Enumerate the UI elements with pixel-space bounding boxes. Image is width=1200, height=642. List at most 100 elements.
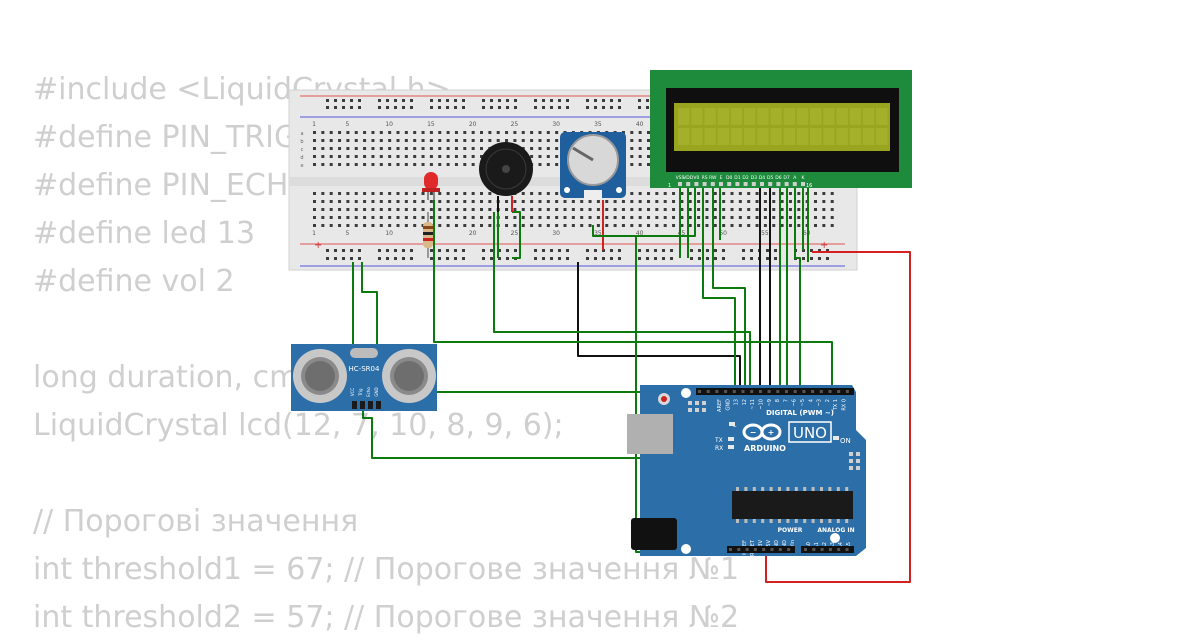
wire-5v-red[interactable] [765,251,911,583]
breadboard-hole [605,200,609,203]
arduino-header-socket[interactable] [776,390,780,393]
arduino-chip-leg [828,487,832,491]
arduino-icsp-header-top [688,401,706,412]
arduino-header-socket[interactable] [778,548,782,551]
breadboard-hole [630,163,634,166]
wire-buzzer[interactable] [493,212,751,392]
lcd-pin[interactable] [801,182,805,186]
sensor-pin[interactable] [368,401,373,409]
arduino-header-socket[interactable] [837,390,841,393]
wire-buzzer-gnd[interactable] [512,211,521,259]
arduino-header-socket[interactable] [758,390,762,393]
resistor[interactable] [423,212,433,258]
breadboard-hole [454,249,457,252]
arduino-header-socket[interactable] [820,548,824,551]
arduino-digital-pin-label: AREF [717,399,723,412]
arduino-analog-pin-label: A0 [806,542,812,549]
arduino-digital-pin-label: GND [725,399,731,411]
wire-sensor-gnd[interactable] [361,262,378,395]
arduino-header-socket[interactable] [812,548,816,551]
lcd-character-cell [744,108,756,125]
lcd-pin[interactable] [760,182,764,186]
arduino-header-socket[interactable] [785,390,788,393]
breadboard-hole [697,208,701,211]
wire-lcd-e[interactable] [712,185,746,392]
breadboard-hole [329,163,333,166]
arduino-icsp-pin [856,459,860,463]
lcd-pin[interactable] [719,182,723,186]
sensor-pin[interactable] [376,401,381,409]
sensor-pin[interactable] [352,401,357,409]
wire-pot-wiper[interactable] [592,185,696,237]
breadboard-hole [546,139,550,142]
arduino-icsp-header-right [849,452,860,470]
breadboard-column-number: 25 [511,230,519,237]
arduino-analog-pin-label: A4 [838,542,844,549]
lcd-pin[interactable] [678,182,682,186]
lcd-pin[interactable] [776,182,781,186]
breadboard-hole [713,200,717,203]
arduino-header-socket[interactable] [737,548,741,551]
lcd-pin[interactable] [710,182,715,186]
led[interactable] [422,172,440,200]
arduino-header-socket[interactable] [828,548,832,551]
buzzer[interactable] [479,142,533,212]
lcd-pin[interactable] [743,182,748,186]
wire-lcd-rs[interactable] [702,185,736,392]
lcd-pin[interactable] [792,182,797,186]
lcd-pin[interactable] [768,182,773,186]
breadboard-hole [521,224,525,227]
breadboard-hole [394,249,397,252]
arduino-header-socket[interactable] [745,548,749,551]
breadboard-hole [747,192,751,195]
wire-led[interactable] [433,195,833,392]
breadboard-hole [438,216,442,219]
arduino-header-socket[interactable] [802,390,806,393]
arduino-header-socket[interactable] [828,390,832,393]
breadboard-hole [421,131,425,134]
arduino-chip-leg [786,487,790,491]
arduino-header-socket[interactable] [767,390,771,393]
lcd-pin[interactable] [686,182,691,186]
breadboard-hole [379,131,383,134]
breadboard-hole [618,257,621,260]
lcd-pin[interactable] [702,182,707,186]
arduino-header-socket[interactable] [729,548,732,551]
breadboard-hole [571,216,575,219]
sensor-pin[interactable] [360,401,365,409]
lcd-pin[interactable] [694,182,699,186]
breadboard-hole [638,99,641,102]
arduino-header-socket[interactable] [787,548,791,551]
arduino-header-socket[interactable] [724,390,728,393]
breadboard-hole [588,200,592,203]
arduino-header-socket[interactable] [811,390,815,393]
arduino-header-socket[interactable] [753,548,757,551]
potentiometer[interactable] [560,132,626,200]
arduino-header-socket[interactable] [762,548,766,551]
arduino-header-socket[interactable] [819,390,823,393]
wire-gnd-black[interactable] [577,262,741,392]
arduino-header-socket[interactable] [698,390,701,393]
code-line: int threshold2 = 57; // Порогове значенн… [33,600,740,635]
arduino-header-socket[interactable] [804,548,807,551]
breadboard-hole [354,163,358,166]
lcd-pin[interactable] [735,182,740,186]
lcd-pin[interactable] [727,182,732,186]
arduino-header-socket[interactable] [770,548,774,551]
arduino-header-socket[interactable] [741,390,745,393]
arduino-header-socket[interactable] [793,390,797,393]
lcd-character-cell [823,128,835,145]
arduino-header-socket[interactable] [750,390,754,393]
lcd-pin[interactable] [751,182,756,186]
arduino-header-socket[interactable] [732,390,736,393]
lcd-pin[interactable] [784,182,789,186]
breadboard-hole [672,224,676,227]
wire-lcd-d7[interactable] [794,185,801,392]
arduino-header-socket[interactable] [706,390,710,393]
arduino-header-socket[interactable] [845,548,849,551]
arduino-reset-button[interactable] [661,396,667,402]
arduino-header-socket[interactable] [837,548,841,551]
arduino-header-socket[interactable] [845,390,849,393]
arduino-header-socket[interactable] [715,390,719,393]
